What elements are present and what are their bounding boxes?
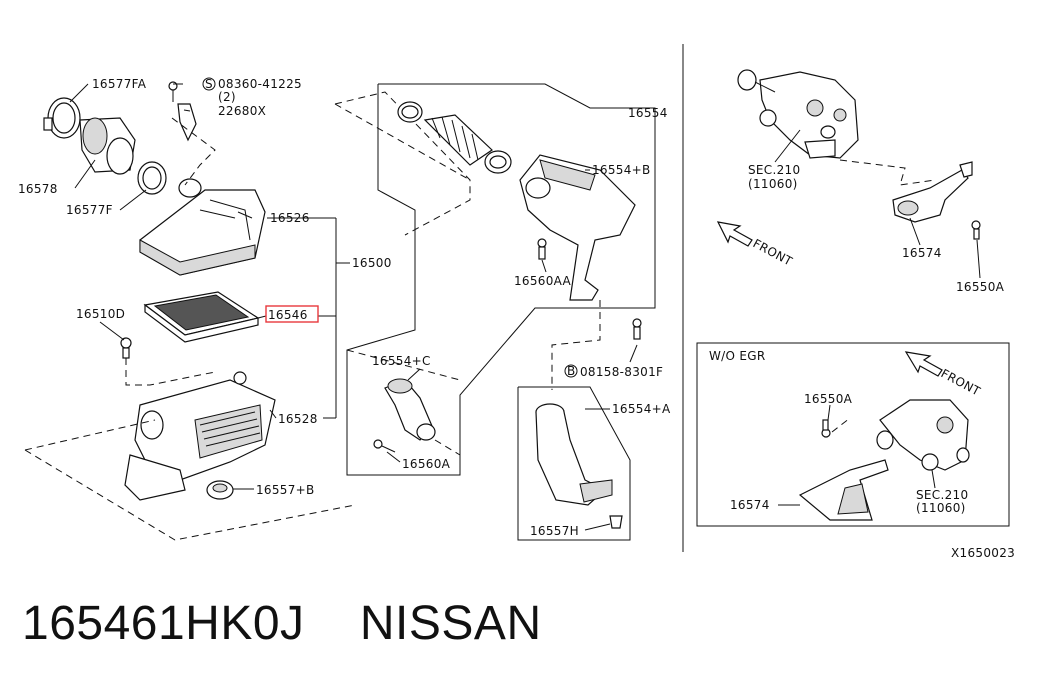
- label-16500: 16500: [352, 256, 392, 270]
- label-08360-41225: 08360-41225: [218, 77, 302, 91]
- throttle-inlet-duct-drawing: [43, 81, 197, 195]
- air-cleaner-upper-cover-drawing: [139, 178, 266, 276]
- air-duct-16554A-drawing: [517, 318, 642, 541]
- label-wo-egr: W/O EGR: [709, 349, 766, 363]
- air-duct-16554C-drawing: [373, 378, 436, 453]
- label-16554A: 16554+A: [612, 402, 671, 416]
- drawing-id: X1650023: [951, 546, 1015, 560]
- label-16560AA: 16560AA: [514, 274, 572, 288]
- label-08360-qty: (2): [218, 90, 236, 104]
- label-sec210-top: SEC.210: [748, 163, 800, 177]
- part-number-caption: 165461HK0J NISSAN: [22, 597, 542, 650]
- symbol-b-letter: B: [567, 364, 576, 378]
- label-front-top: FRONT: [751, 236, 795, 268]
- dashed-lines-left: [24, 91, 471, 541]
- label-sec210-top-ref: (11060): [748, 177, 798, 191]
- air-filter-element-drawing: [143, 291, 260, 343]
- label-16557B: 16557+B: [256, 483, 315, 497]
- label-16554: 16554: [628, 106, 668, 120]
- wo-egr-box: [696, 342, 1010, 527]
- symbol-b-circle: [564, 364, 578, 378]
- label-16554B: 16554+B: [592, 163, 651, 177]
- label-22680X: 22680X: [218, 104, 266, 118]
- label-16550A-bottom: 16550A: [804, 392, 853, 406]
- leader-lines-middle: [346, 169, 638, 531]
- label-16560A: 16560A: [402, 457, 451, 471]
- label-16574-bottom: 16574: [730, 498, 770, 512]
- label-16528: 16528: [278, 412, 318, 426]
- highlight-box-16546: [265, 305, 319, 323]
- leader-lines-left: [69, 83, 350, 490]
- label-16546: 16546: [268, 308, 308, 322]
- air-duct-16554-drawing: [397, 101, 636, 301]
- label-16577FA: 16577FA: [92, 77, 147, 91]
- label-sec210-bottom: SEC.210: [916, 488, 968, 502]
- middle-outline-box: [346, 83, 656, 476]
- leader-lines-right-bottom: [778, 404, 936, 506]
- label-16578: 16578: [18, 182, 58, 196]
- symbol-s-circle: [202, 77, 216, 91]
- label-16526: 16526: [270, 211, 310, 225]
- leader-lines-right-top: [774, 129, 981, 279]
- front-arrow-top: [716, 221, 753, 247]
- bracket-16574-top-drawing: [892, 161, 981, 240]
- label-16554C: 16554+C: [372, 354, 431, 368]
- label-16577F: 16577F: [66, 203, 113, 217]
- bracket-16574-bottom-drawing: [798, 419, 889, 521]
- water-outlet-housing-bottom-drawing: [876, 399, 970, 471]
- symbol-s-letter: S: [205, 77, 213, 91]
- label-16550A-top: 16550A: [956, 280, 1005, 294]
- label-16510D: 16510D: [76, 307, 125, 321]
- label-16557H: 16557H: [530, 524, 579, 538]
- front-arrow-bottom: [904, 351, 943, 377]
- label-08158-8301F: 08158-8301F: [580, 365, 663, 379]
- label-front-bottom: FRONT: [939, 366, 983, 398]
- label-sec210-bottom-ref: (11060): [916, 501, 966, 515]
- air-cleaner-lower-case-drawing: [120, 337, 276, 501]
- label-16574-top: 16574: [902, 246, 942, 260]
- water-outlet-housing-top-drawing: [737, 69, 859, 159]
